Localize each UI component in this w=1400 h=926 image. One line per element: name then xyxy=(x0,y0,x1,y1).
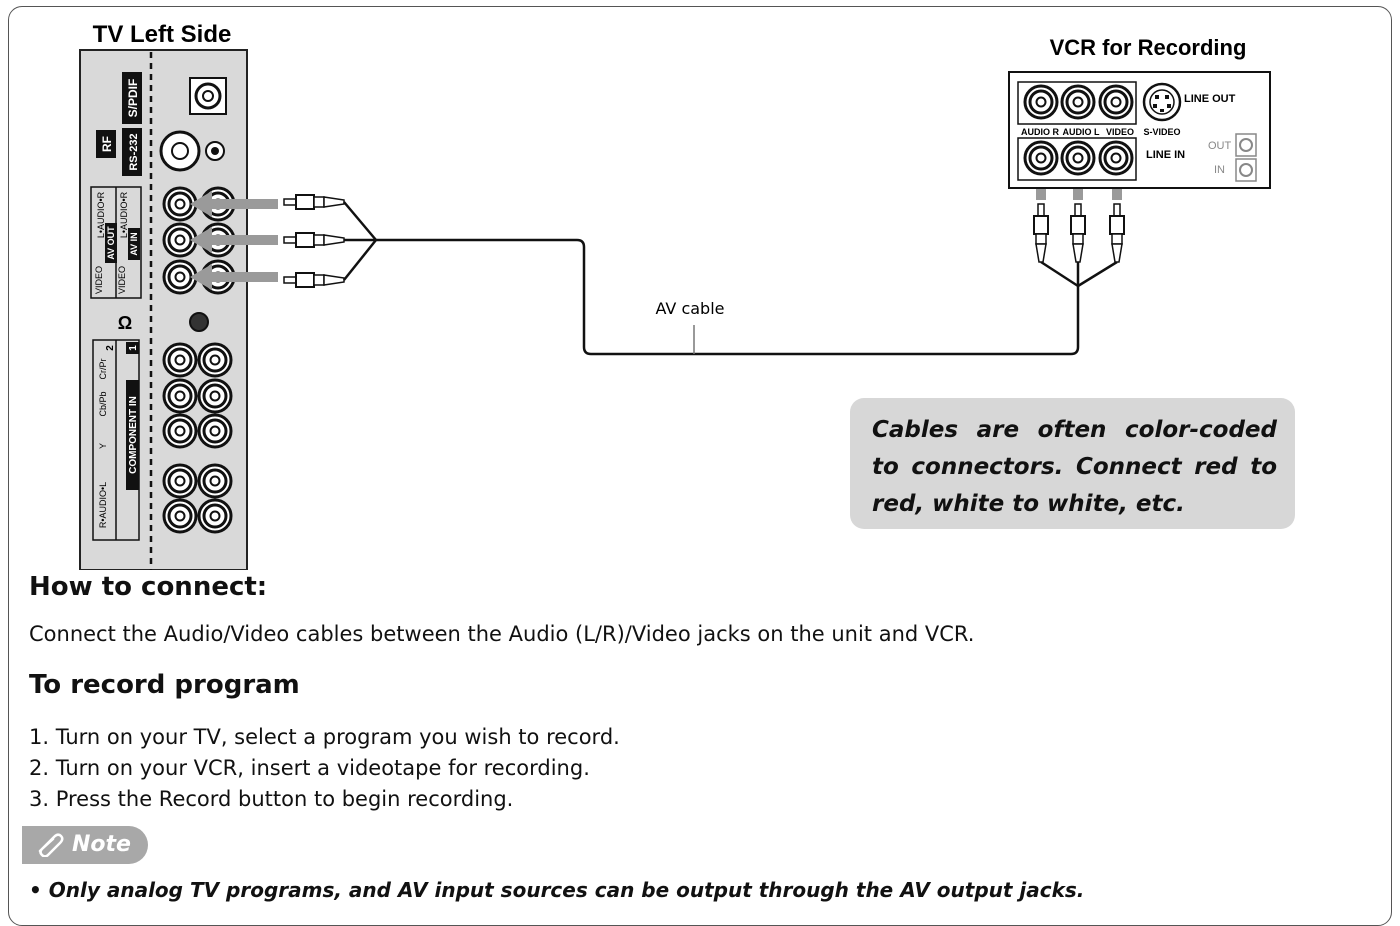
connection-diagram: TV Left Side Ω S/PDIF RF R xyxy=(79,21,1271,570)
vcr-side-plugs xyxy=(1033,203,1125,263)
vcr-out-label: OUT xyxy=(1208,140,1232,152)
tv-title: TV Left Side xyxy=(93,21,232,48)
audio-out-label: L•AUDIO•R xyxy=(96,191,106,238)
vcr-title: VCR for Recording xyxy=(1050,35,1247,60)
paperclip-icon xyxy=(38,833,64,857)
comp-cb-label: Cb/Pb xyxy=(98,391,108,416)
av-in-label: AV IN xyxy=(129,232,139,255)
tv-arrows xyxy=(190,191,278,290)
av-cable-label: AV cable xyxy=(656,299,725,318)
note-badge: Note xyxy=(22,826,148,864)
color-coding-callout: Cables are often color-coded to connecto… xyxy=(850,398,1295,529)
vcr-panel: LINE OUT AUDIO R AUDIO L VIDEO S-VIDEO L… xyxy=(1008,71,1271,189)
vcr-line-in-label: LINE IN xyxy=(1146,149,1185,161)
av-out-label: AV OUT xyxy=(106,226,116,260)
vcr-line-out-label: LINE OUT xyxy=(1184,93,1236,105)
how-to-connect-heading: How to connect: xyxy=(29,572,268,602)
audio-in-label: L•AUDIO•R xyxy=(119,191,129,238)
av-cable xyxy=(343,201,1118,356)
tv-side-plugs xyxy=(283,194,345,288)
vcr-audio-l-label: AUDIO L xyxy=(1063,127,1101,137)
rs232-label: RS-232 xyxy=(128,133,140,170)
record-steps-list: 1. Turn on your TV, select a program you… xyxy=(29,722,620,815)
vcr-audio-r-label: AUDIO R xyxy=(1021,127,1060,137)
record-step: 2. Turn on your VCR, insert a videotape … xyxy=(29,756,590,780)
svg-text:Ω: Ω xyxy=(118,313,132,333)
vcr-video-label: VIDEO xyxy=(1106,127,1134,137)
note-text: • Only analog TV programs, and AV input … xyxy=(29,878,1085,902)
vcr-s-video-label: S-VIDEO xyxy=(1143,127,1180,137)
vcr-in-label: IN xyxy=(1214,164,1225,176)
video-out-label: VIDEO xyxy=(94,266,104,294)
record-heading: To record program xyxy=(29,670,300,700)
record-step: 1. Turn on your TV, select a program you… xyxy=(29,725,620,749)
component-in-label: COMPONENT IN xyxy=(128,396,139,474)
comp-2-label: 2 xyxy=(105,345,116,351)
tv-side-panel: Ω S/PDIF RF RS-232 L•AUDIO•R L•AUDIO•R A… xyxy=(79,49,248,570)
spdif-label: S/PDIF xyxy=(126,79,140,118)
rf-label: RF xyxy=(100,136,114,152)
comp-y-label: Y xyxy=(98,443,108,449)
comp-1-label: 1 xyxy=(128,345,139,351)
how-to-connect-text: Connect the Audio/Video cables between t… xyxy=(29,622,975,646)
comp-cr-label: Cr/Pr xyxy=(98,359,108,380)
note-label: Note xyxy=(72,832,131,857)
comp-audio-label: R•AUDIO•L xyxy=(98,482,108,528)
video-in-label: VIDEO xyxy=(117,266,127,294)
record-step: 3. Press the Record button to begin reco… xyxy=(29,787,514,811)
